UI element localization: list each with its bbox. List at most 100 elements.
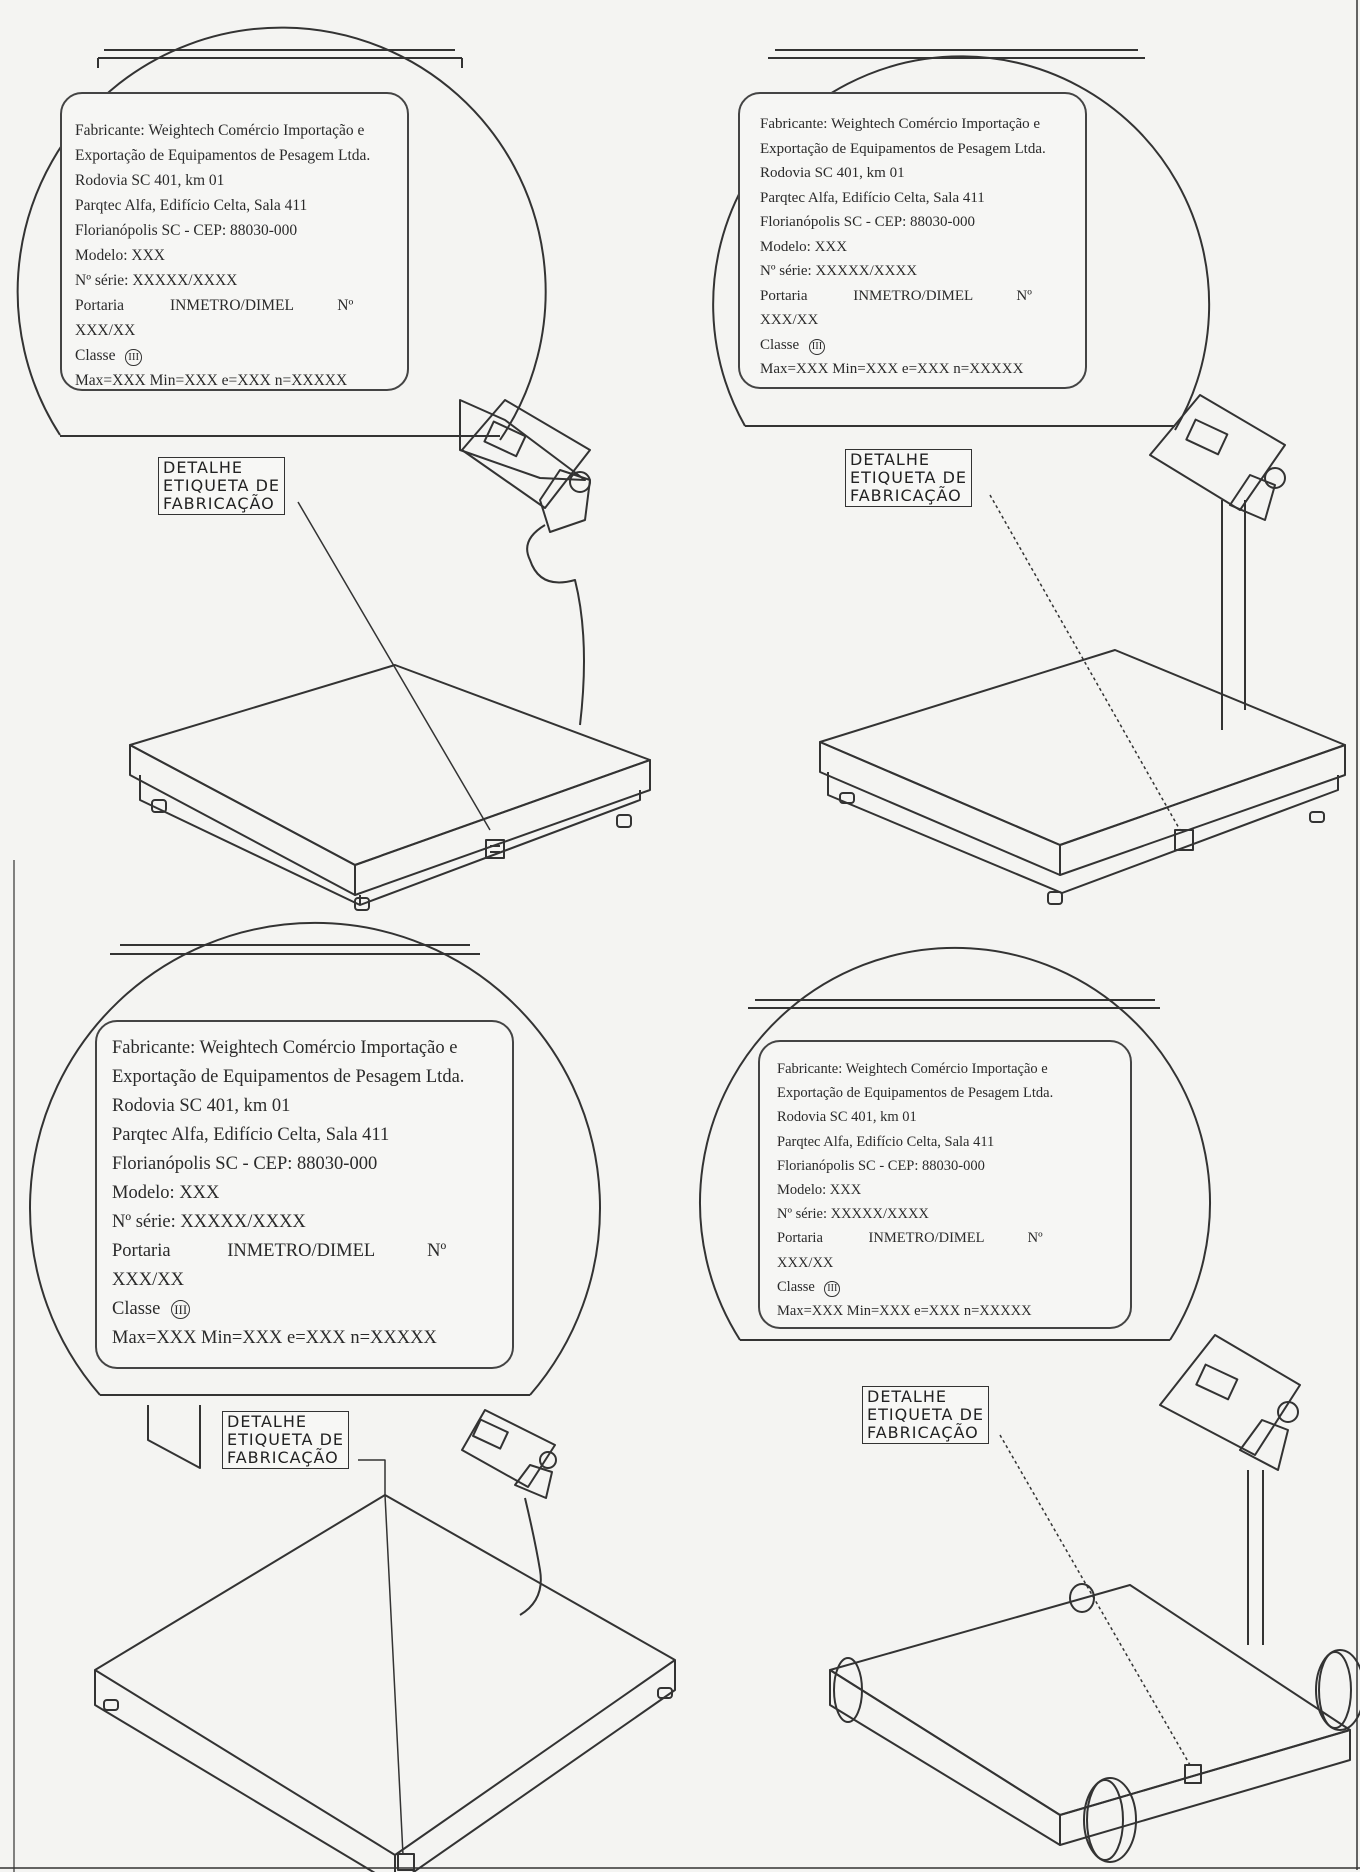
parqtec-line: Parqtec Alfa, Edifício Celta, Sala 411 <box>75 197 308 214</box>
cidade-line: Florianópolis SC - CEP: 88030-000 <box>75 222 298 239</box>
callout-line-2: ETIQUETA DE <box>163 476 281 495</box>
parqtec-line: Parqtec Alfa, Edifício Celta, Sala 411 <box>112 1125 390 1145</box>
callout-line-1: DETALHE <box>227 1412 307 1431</box>
label-plate-3 <box>95 1020 514 1369</box>
callout-line-3: FABRICAÇÃO <box>163 494 275 513</box>
orgao-label: INMETRO/DIMEL <box>853 287 973 304</box>
classe-line: Classe III <box>777 1275 1053 1299</box>
detail-circle-4 <box>699 946 1211 1341</box>
portaria-line: Portaria INMETRO/DIMEL Nº <box>760 284 1046 309</box>
callout-line-3: FABRICAÇÃO <box>850 486 962 505</box>
portaria-label: Portaria <box>75 297 125 314</box>
leader-line-1 <box>297 501 491 831</box>
portaria-line: Portaria INMETRO/DIMEL Nº <box>112 1237 464 1266</box>
class-iii-icon: III <box>824 1280 841 1297</box>
numero-label: Nº <box>1016 287 1032 304</box>
capacidade-line: Max=XXX Min=XXX e=XXX n=XXXXX <box>760 361 1024 377</box>
label-text-3: Fabricante: Weightech Comércio Importaçã… <box>112 1034 464 1353</box>
indicator-1 <box>459 399 591 726</box>
label-plate-2 <box>738 92 1087 389</box>
label-plate-4 <box>758 1040 1132 1329</box>
callout-detalhe-3: DETALHE ETIQUETA DE FABRICAÇÃO <box>222 1411 350 1469</box>
orgao-label: INMETRO/DIMEL <box>227 1241 375 1261</box>
label-text-2: Fabricante: Weightech Comércio Importaçã… <box>760 112 1046 382</box>
serie-line: Nº série: XXXXX/XXXX <box>777 1206 929 1223</box>
scale-2 <box>712 49 1346 905</box>
callout-detalhe-1: DETALHE ETIQUETA DE FABRICAÇÃO <box>158 457 286 515</box>
serie-line: Nº série: XXXXX/XXXX <box>760 263 918 279</box>
callout-line-3: FABRICAÇÃO <box>867 1423 979 1442</box>
fabricante-line: Fabricante: Weightech Comércio Importaçã… <box>760 116 1041 132</box>
detail-circle-1 <box>16 26 547 441</box>
callout-detalhe-2: DETALHE ETIQUETA DE FABRICAÇÃO <box>845 449 973 507</box>
fabricante-line: Fabricante: Weightech Comércio Importaçã… <box>112 1038 458 1058</box>
orgao-label: INMETRO/DIMEL <box>169 297 294 314</box>
exportacao-line: Exportação de Equipamentos de Pesagem Lt… <box>112 1067 465 1087</box>
portaria-line: Portaria INMETRO/DIMEL Nº <box>75 293 370 318</box>
classe-line: Classe III <box>112 1295 464 1324</box>
rodovia-line: Rodovia SC 401, km 01 <box>112 1096 291 1116</box>
classe-label: Classe <box>760 336 800 353</box>
modelo-line: Modelo: XXX <box>760 238 848 255</box>
label-text-1: Fabricante: Weightech Comércio Importaçã… <box>75 118 370 393</box>
leader-line-2 <box>989 494 1181 831</box>
classe-label: Classe <box>777 1278 815 1295</box>
modelo-line: Modelo: XXX <box>112 1183 220 1203</box>
class-iii-icon: III <box>125 349 142 366</box>
callout-line-2: ETIQUETA DE <box>867 1405 985 1424</box>
callout-line-1: DETALHE <box>163 458 243 477</box>
platform-top-1 <box>129 664 651 866</box>
modelo-line: Modelo: XXX <box>75 247 165 264</box>
codigo-line: XXX/XX <box>112 1270 184 1290</box>
serie-line: Nº série: XXXXX/XXXX <box>112 1212 306 1232</box>
rodovia-line: Rodovia SC 401, km 01 <box>760 165 905 181</box>
portaria-label: Portaria <box>760 287 808 304</box>
exportacao-line: Exportação de Equipamentos de Pesagem Lt… <box>777 1085 1054 1102</box>
parqtec-line: Parqtec Alfa, Edifício Celta, Sala 411 <box>760 189 985 206</box>
orgao-label: INMETRO/DIMEL <box>868 1230 984 1247</box>
rodovia-line: Rodovia SC 401, km 01 <box>777 1109 917 1126</box>
callout-line-1: DETALHE <box>850 450 930 469</box>
rodovia-line: Rodovia SC 401, km 01 <box>75 172 225 189</box>
exportacao-line: Exportação de Equipamentos de Pesagem Lt… <box>75 147 371 164</box>
detail-circle-3 <box>29 922 601 1396</box>
cidade-line: Florianópolis SC - CEP: 88030-000 <box>760 214 976 230</box>
cidade-line: Florianópolis SC - CEP: 88030-000 <box>777 1157 985 1174</box>
classe-line: Classe III <box>760 333 1046 358</box>
modelo-line: Modelo: XXX <box>777 1182 862 1199</box>
exportacao-line: Exportação de Equipamentos de Pesagem Lt… <box>760 140 1046 157</box>
callout-line-2: ETIQUETA DE <box>227 1430 345 1449</box>
indicator-3 <box>461 1409 557 1616</box>
label-plate-1 <box>60 92 409 391</box>
classe-line: Classe III <box>75 343 370 368</box>
portaria-label: Portaria <box>777 1230 823 1247</box>
platform-top-4 <box>829 1584 1351 1816</box>
classe-label: Classe <box>112 1299 161 1319</box>
indicator-4 <box>1159 1334 1301 1471</box>
numero-label: Nº <box>1027 1230 1043 1247</box>
leader-line-4 <box>999 1434 1191 1766</box>
class-iii-icon: III <box>808 338 826 355</box>
fabricante-line: Fabricante: Weightech Comércio Importaçã… <box>75 122 365 139</box>
callout-detalhe-4: DETALHE ETIQUETA DE FABRICAÇÃO <box>862 1386 990 1444</box>
capacidade-line: Max=XXX Min=XXX e=XXX n=XXXXX <box>777 1303 1032 1320</box>
capacidade-line: Max=XXX Min=XXX e=XXX n=XXXXX <box>112 1328 437 1348</box>
callout-line-2: ETIQUETA DE <box>850 468 968 487</box>
label-text-4: Fabricante: Weightech Comércio Importaçã… <box>777 1057 1053 1323</box>
codigo-line: XXX/XX <box>777 1254 834 1271</box>
indicator-2 <box>1149 394 1286 521</box>
leader-line-3 <box>358 1459 404 1856</box>
detail-circle-2 <box>712 55 1211 431</box>
fabricante-line: Fabricante: Weightech Comércio Importaçã… <box>777 1061 1048 1077</box>
classe-label: Classe <box>75 347 116 364</box>
codigo-line: XXX/XX <box>75 322 136 339</box>
portaria-label: Portaria <box>112 1241 171 1261</box>
scale-1 <box>16 26 651 911</box>
scale-4 <box>699 946 1360 1863</box>
parqtec-line: Parqtec Alfa, Edifício Celta, Sala 411 <box>777 1133 995 1150</box>
callout-line-1: DETALHE <box>867 1387 947 1406</box>
numero-label: Nº <box>337 297 354 314</box>
cidade-line: Florianópolis SC - CEP: 88030-000 <box>112 1154 378 1174</box>
numero-label: Nº <box>427 1241 447 1261</box>
